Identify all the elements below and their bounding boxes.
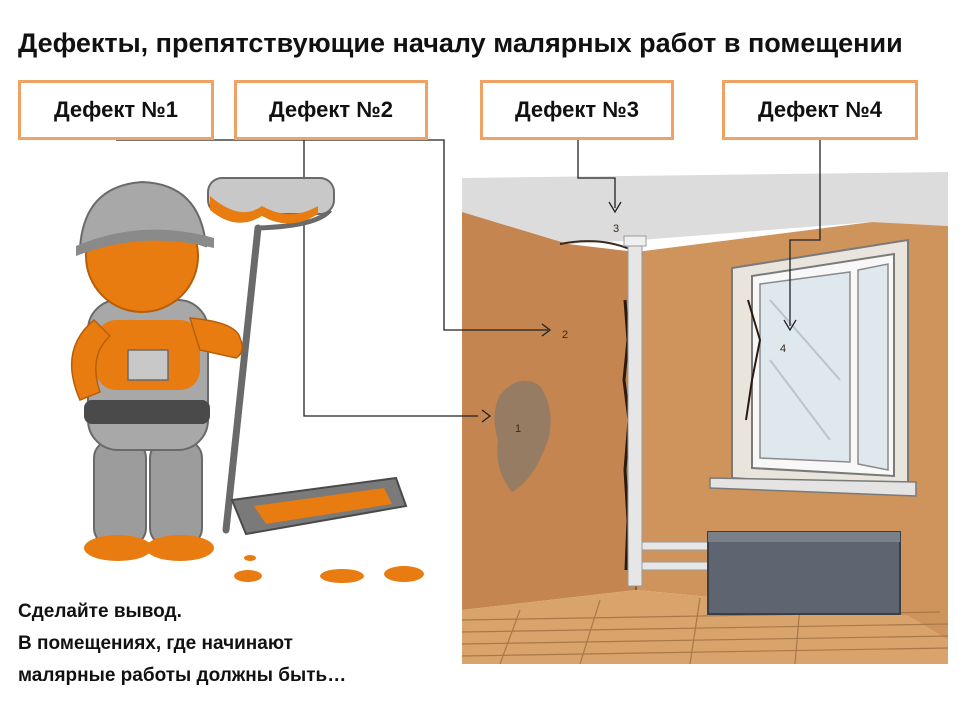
conclusion-line-3: малярные работы должны быть…	[18, 665, 347, 686]
marker-2-label: 2	[562, 329, 568, 341]
connector-lines	[116, 139, 821, 423]
connector-defect-3	[577, 140, 616, 208]
conclusion-line-2: В помещениях, где начинают	[18, 633, 293, 654]
marker-3-label: 3	[613, 223, 619, 235]
window-sill	[709, 477, 917, 497]
window	[709, 238, 917, 497]
connector-defect-4	[789, 140, 821, 326]
defect-3-box[interactable]: Дефект №3	[480, 80, 674, 140]
floor-boards	[461, 597, 949, 665]
defect-4-box[interactable]: Дефект №4	[722, 80, 918, 140]
conclusion-line-1: Сделайте вывод.	[18, 601, 182, 622]
connector-defect-1	[116, 139, 478, 417]
room-illustration: 1 2 3 4	[461, 172, 949, 665]
marker-4-label: 4	[780, 343, 786, 355]
conclusion-block: Сделайте вывод. В помещениях, где начина…	[18, 596, 458, 692]
defect-1-box[interactable]: Дефект №1	[18, 80, 214, 140]
window-slope-crack	[745, 299, 762, 421]
vertical-pipe	[627, 239, 643, 587]
wall-stain	[494, 380, 551, 492]
radiator	[707, 531, 901, 615]
painter-illustration	[70, 177, 424, 583]
connector-defect-2	[304, 139, 548, 331]
marker-1-label: 1	[515, 423, 521, 435]
room-ceiling	[462, 172, 948, 244]
defect-2-box[interactable]: Дефект №2	[234, 80, 428, 140]
page-title: Дефекты, препятствующие началу малярных …	[18, 28, 903, 58]
